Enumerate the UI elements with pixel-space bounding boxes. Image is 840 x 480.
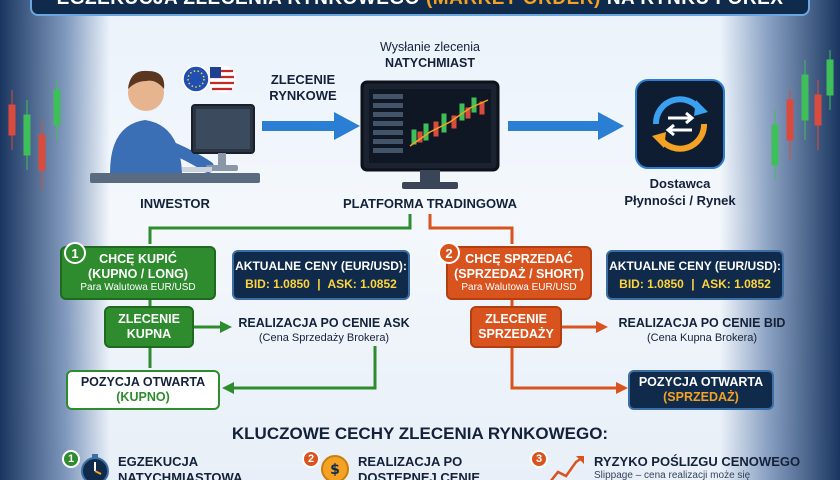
sell-line1: CHCĘ SPRZEDAĆ — [465, 252, 573, 266]
buy-order-line2: KUPNA — [126, 327, 172, 341]
sell-order-line1: ZLECENIE — [485, 312, 547, 326]
buy-line2: (KUPNO / LONG) — [88, 267, 188, 281]
sell-order-line2: SPRZEDAŻY — [478, 327, 554, 341]
market-order-label: ZLECENIE RYNKOWE — [258, 72, 348, 105]
title-accent: (MARKET ORDER) — [426, 0, 601, 10]
buy-order-line1: ZLECENIE — [118, 312, 180, 326]
feature-2-line2: DOSTĘPNEJ CENIE — [358, 469, 481, 480]
market-order-line1: ZLECENIE — [270, 72, 336, 87]
buy-intent-box: CHCĘ KUPIĆ (KUPNO / LONG) Para Walutowa … — [60, 246, 216, 300]
buy-position-line2: (KUPNO) — [116, 390, 170, 404]
buy-bid: BID: 1.0850 — [245, 276, 310, 291]
background-candles-left — [8, 80, 61, 190]
buy-prices-line: BID: 1.0850 | ASK: 1.0852 — [245, 277, 397, 291]
investor-illustration — [90, 65, 260, 183]
features-title: KLUCZOWE CECHY ZLECENIA RYNKOWEGO: — [231, 424, 609, 443]
sell-exec-line2: (Cena Kupna Brokera) — [646, 331, 758, 344]
feature-3-line1: RYZYKO POŚLIZGU CENOWEGO — [594, 454, 801, 469]
send-line2: NATYCHMIAST — [384, 55, 476, 70]
page-title: EGZEKUCJA ZLECENIA RYNKOWEGO (MARKET ORD… — [30, 0, 810, 16]
buy-position-line1: POZYCJA OTWARTA — [80, 375, 206, 389]
buy-line1: CHCĘ KUPIĆ — [99, 252, 177, 266]
arrow-to-platform — [262, 112, 360, 140]
buy-exec-line1: REALIZACJA PO CENIE ASK — [238, 316, 410, 330]
feature-1-label: EGZEKUCJA NATYCHMIASTOWA — [118, 454, 242, 480]
buy-prices-title: AKTUALNE CENY (EUR/USD): — [235, 259, 407, 274]
background-candles-right — [771, 50, 834, 180]
sell-position-box: POZYCJA OTWARTA (SPRZEDAŻ) — [628, 370, 774, 410]
sell-position-line1: POZYCJA OTWARTA — [638, 375, 764, 389]
feature-3-sub: Slippage – cena realizacji może się — [594, 470, 751, 480]
sell-intent-box: CHCĘ SPRZEDAĆ (SPRZEDAŻ / SHORT) Para Wa… — [446, 246, 592, 300]
feature-2-line1: REALIZACJA PO — [358, 454, 463, 469]
sell-exec-text: REALIZACJA PO CENIE BID (Cena Kupna Brok… — [612, 316, 792, 345]
buy-order-box: ZLECENIE KUPNA — [104, 306, 194, 348]
provider-line1: Dostawca — [649, 176, 711, 191]
chart-up-icon — [549, 456, 584, 480]
sell-order-box: ZLECENIE SPRZEDAŻY — [470, 306, 562, 348]
buy-sep: | — [317, 276, 321, 291]
send-label: Wysłanie zlecenia NATYCHMIAST — [350, 40, 510, 71]
provider-label: Dostawca Płynności / Rynek — [612, 176, 748, 210]
buy-exec-line2: (Cena Sprzedaży Brokera) — [258, 331, 390, 344]
sell-exec-line1: REALIZACJA PO CENIE BID — [618, 316, 786, 330]
feature-3-badge: 3 — [530, 450, 548, 468]
sell-sep: | — [691, 276, 695, 291]
feature-1-line1: EGZEKUCJA — [118, 454, 199, 469]
sell-badge: 2 — [438, 242, 460, 264]
sell-position-line2: (SPRZEDAŻ) — [663, 390, 739, 404]
buy-exec-text: REALIZACJA PO CENIE ASK (Cena Sprzedaży … — [236, 316, 412, 345]
sell-pair: Para Walutowa EUR/USD — [461, 282, 577, 293]
sell-line2: (SPRZEDAŻ / SHORT) — [454, 267, 584, 281]
send-line1: Wysłanie zlecenia — [380, 40, 480, 54]
feature-3-label: RYZYKO POŚLIZGU CENOWEGO — [594, 454, 800, 470]
buy-ask: ASK: 1.0852 — [327, 276, 397, 291]
title-before: EGZEKUCJA ZLECENIA RYNKOWEGO — [57, 0, 420, 10]
exchange-icon — [635, 79, 725, 169]
sell-prices-line: BID: 1.0850 | ASK: 1.0852 — [619, 277, 771, 291]
stopwatch-icon — [81, 454, 109, 480]
provider-line2: Płynności / Rynek — [624, 192, 736, 208]
sell-prices-box: AKTUALNE CENY (EUR/USD): BID: 1.0850 | A… — [606, 250, 784, 300]
feature-2-label: REALIZACJA PO DOSTĘPNEJ CENIE — [358, 454, 480, 480]
feature-2-badge: 2 — [302, 450, 320, 468]
sell-ask: ASK: 1.0852 — [701, 276, 771, 291]
platform-monitor — [360, 80, 500, 189]
arrow-to-provider — [508, 112, 624, 140]
buy-pair: Para Walutowa EUR/USD — [80, 282, 196, 293]
buy-position-box: POZYCJA OTWARTA (KUPNO) — [66, 370, 220, 410]
feature-1-badge: 1 — [62, 450, 80, 468]
feature-1-line2: NATYCHMIASTOWA — [118, 469, 243, 480]
title-after: NA RYNKU FOREX — [607, 0, 784, 10]
platform-label: PLATFORMA TRADINGOWA — [342, 196, 518, 211]
sell-bid: BID: 1.0850 — [619, 276, 684, 291]
sell-prices-title: AKTUALNE CENY (EUR/USD): — [609, 259, 781, 274]
market-order-line2: RYNKOWE — [269, 88, 337, 104]
dollar-coin-icon: $ — [321, 455, 349, 480]
investor-label: INWESTOR — [140, 196, 210, 211]
buy-prices-box: AKTUALNE CENY (EUR/USD): BID: 1.0850 | A… — [232, 250, 410, 300]
buy-badge: 1 — [64, 242, 86, 264]
svg-text:$: $ — [330, 462, 340, 478]
